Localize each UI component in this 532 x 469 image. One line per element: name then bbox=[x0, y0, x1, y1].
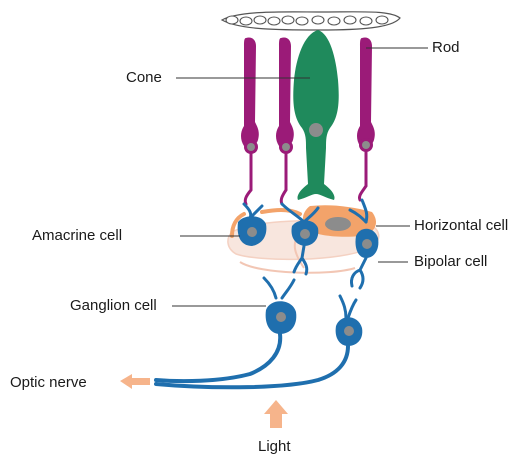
bipolar-cell-label: Bipolar cell bbox=[414, 253, 487, 271]
cone-label: Cone bbox=[126, 69, 162, 87]
rod-label: Rod bbox=[432, 39, 460, 57]
ganglion-cell bbox=[156, 278, 296, 381]
light-arrow-icon bbox=[264, 400, 288, 428]
light-label: Light bbox=[258, 438, 291, 456]
ganglion-cell bbox=[156, 296, 362, 387]
amacrine-cell-label: Amacrine cell bbox=[32, 227, 122, 245]
rod-cell bbox=[241, 37, 259, 204]
ganglion-cell-label: Ganglion cell bbox=[70, 297, 157, 315]
rod-cell bbox=[357, 37, 375, 200]
rod-cell bbox=[276, 37, 294, 204]
optic-nerve-arrow-icon bbox=[120, 374, 150, 389]
optic-nerve-label: Optic nerve bbox=[10, 374, 87, 392]
cone-cell bbox=[293, 30, 338, 200]
pigment-epithelium bbox=[222, 12, 400, 30]
horizontal-cell-label: Horizontal cell bbox=[414, 217, 508, 235]
